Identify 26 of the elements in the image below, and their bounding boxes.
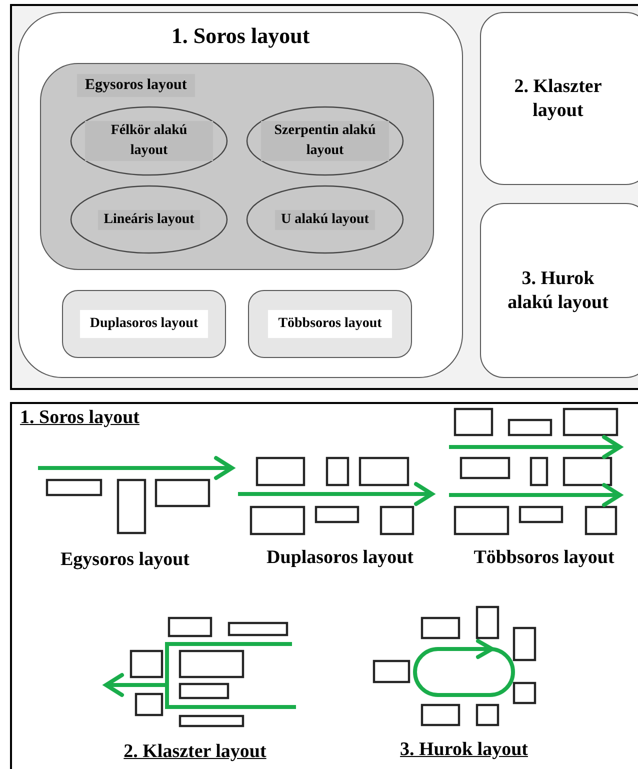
category-panel — [18, 12, 463, 378]
caption: 3. Hurok layout — [400, 738, 528, 762]
caption: Egysoros layout — [60, 548, 190, 572]
layout-box — [248, 290, 412, 358]
layout-box — [62, 290, 226, 358]
group-title: Egysoros layout — [77, 74, 195, 96]
category-panel — [480, 12, 638, 185]
caption: 1. Soros layout — [20, 406, 140, 430]
panel-title: 1. Soros layout — [170, 22, 311, 50]
layout-label: Lineáris layout — [98, 210, 200, 230]
layout-ellipse — [246, 106, 404, 176]
layout-ellipse — [70, 106, 228, 176]
panel-title: 3. Hurok alakú layout — [506, 266, 610, 314]
caption: Többsoros layout — [474, 546, 614, 570]
layout-label: U alakú layout — [275, 210, 375, 230]
category-panel — [480, 203, 638, 378]
layout-ellipse — [70, 185, 228, 254]
layout-label: Félkör alakú layout — [85, 121, 213, 161]
caption: Duplasoros layout — [266, 546, 414, 570]
layout-label: Szerpentin alakú layout — [261, 121, 389, 161]
panel-title: 2. Klaszter layout — [513, 74, 603, 122]
layout-label: Duplasoros layout — [80, 310, 208, 338]
layout-label: Többsoros layout — [268, 310, 392, 338]
group-panel — [40, 63, 434, 270]
caption: 2. Klaszter layout — [124, 740, 266, 764]
layout-ellipse — [246, 185, 404, 254]
